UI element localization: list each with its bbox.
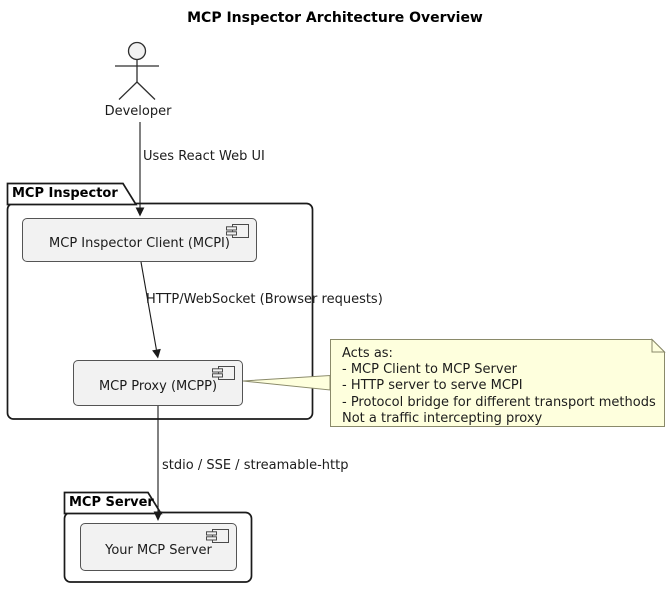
note-shape	[330, 338, 666, 427]
component-mcp-inspector-client: MCP Inspector Client (MCPI)	[22, 218, 257, 262]
diagram-title: MCP Inspector Architecture Overview	[187, 10, 483, 26]
package-mcp-inspector-title: MCP Inspector	[12, 186, 118, 201]
note-line: - MCP Client to MCP Server	[342, 362, 517, 378]
note-line: - Protocol bridge for different transpor…	[342, 394, 656, 410]
edge-label-uses-react-web-ui: Uses React Web UI	[143, 149, 265, 164]
actor-label: Developer	[104, 104, 172, 119]
actor-developer-figure	[115, 41, 159, 100]
note-line: Not a traffic intercepting proxy	[342, 410, 543, 426]
edge-label-http-websocket: HTTP/WebSocket (Browser requests)	[146, 292, 383, 307]
note-fold-corner	[651, 338, 666, 353]
edge-label-stdio-sse: stdio / SSE / streamable-http	[162, 458, 349, 473]
package-mcp-server-title: MCP Server	[69, 495, 154, 510]
component-icon	[206, 529, 229, 543]
arrow-developer-to-client	[135, 122, 145, 217]
component-icon	[226, 224, 249, 238]
note-proxy-description: Acts as: - MCP Client to MCP Server - HT…	[342, 346, 656, 427]
component-your-mcp-server: Your MCP Server	[80, 523, 237, 571]
arrow-proxy-to-server	[153, 406, 163, 521]
component-label: MCP Inspector Client (MCPI)	[49, 236, 230, 251]
component-label: MCP Proxy (MCPP)	[98, 379, 218, 394]
arrow-client-to-proxy	[140, 261, 161, 359]
note-line: Acts as:	[342, 346, 393, 361]
component-icon	[212, 366, 235, 380]
component-label: Your MCP Server	[105, 543, 212, 558]
component-mcp-proxy: MCP Proxy (MCPP)	[73, 360, 243, 406]
note-line: - HTTP server to serve MCPI	[342, 378, 523, 394]
